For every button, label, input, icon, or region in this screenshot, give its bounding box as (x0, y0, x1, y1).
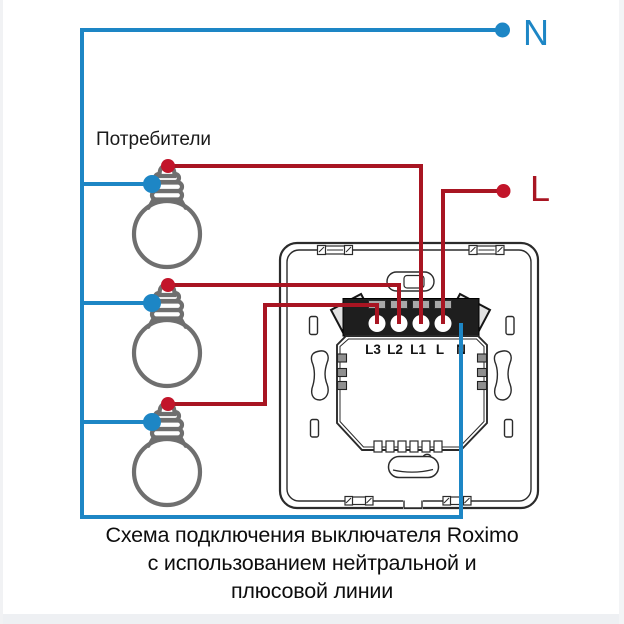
bottom-wave-tab (387, 453, 440, 479)
consumers-label: Потребители (96, 129, 212, 150)
line-wire-bulb3-l3 (168, 303, 379, 406)
top-screw-tab-left (316, 244, 354, 256)
switch-device (278, 241, 540, 510)
line-wire-bulb1-l1 (168, 164, 423, 324)
bottom-screw-tab-left (344, 495, 374, 506)
bulb3-neutral-dot (143, 413, 161, 431)
neutral-wire (80, 28, 502, 519)
bottom-screw-tab-right (442, 495, 472, 506)
bulb2-line-dot (161, 278, 175, 292)
consumer-bulbs (134, 166, 200, 506)
caption-line-1: Схема подключения выключателя Roximo (105, 523, 519, 547)
photo-edge-right (619, 0, 624, 624)
line-wire-bulb2-l2 (168, 283, 401, 324)
bulb1-neutral-dot (143, 175, 161, 193)
connector-teeth (373, 440, 443, 453)
small-slots (308, 315, 515, 438)
bottom-notch (403, 500, 423, 509)
terminal-label-l2: L2 (387, 342, 403, 357)
terminal-label-l: L (436, 342, 444, 357)
terminal-block (329, 292, 492, 342)
bulb1-line-dot (161, 159, 175, 173)
bulb3-line-dot (161, 397, 175, 411)
connection-dots (143, 22, 511, 431)
line-source-dot (496, 184, 511, 198)
neutral-source-dot (495, 22, 510, 38)
top-screw-tab-right (468, 244, 505, 256)
neutral-label: N (523, 12, 549, 53)
photo-edge-bottom (0, 614, 624, 624)
top-mounting-hole (386, 271, 435, 292)
line-wires (168, 164, 503, 406)
line-wire-source (441, 189, 503, 324)
side-clips (336, 353, 488, 391)
kidney-slot-right (493, 350, 512, 401)
caption-line-2: с использованием нейтральной и (147, 551, 477, 575)
terminal-label-l3: L3 (365, 342, 381, 357)
diagram-caption: Схема подключения выключателя Roximo с и… (0, 521, 624, 605)
caption-line-3: плюсовой линии (230, 579, 394, 603)
terminal-label-l1: L1 (410, 342, 426, 357)
bulb2-neutral-dot (143, 294, 161, 312)
line-label: L (530, 168, 551, 209)
kidney-slot-left (310, 350, 329, 401)
photo-edge-left (0, 0, 3, 624)
